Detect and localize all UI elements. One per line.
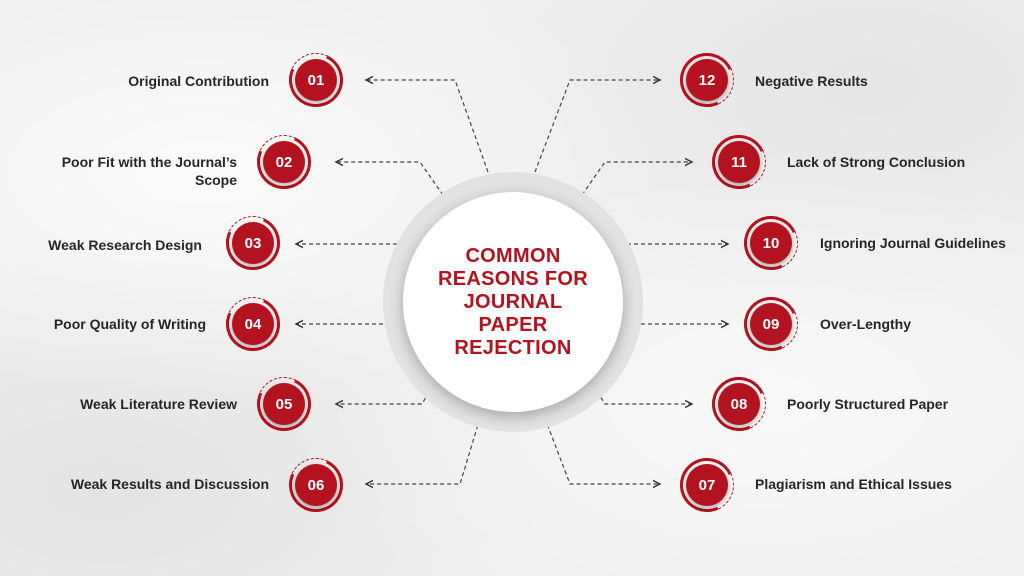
- badge-01: 01: [281, 45, 351, 115]
- connector-01: [366, 80, 489, 173]
- badge-number: 10: [750, 222, 792, 264]
- reason-label-07: Plagiarism and Ethical Issues: [755, 476, 952, 492]
- badge-03: 03: [218, 208, 288, 278]
- badge-12: 12: [672, 45, 742, 115]
- badge-dots: [680, 458, 734, 512]
- reason-label-10: Ignoring Journal Guidelines: [820, 235, 1006, 251]
- badge-04: 04: [218, 289, 288, 359]
- badge-dots: [226, 297, 280, 351]
- central-hub: COMMON REASONS FOR JOURNAL PAPER REJECTI…: [403, 192, 623, 412]
- reason-label-12: Negative Results: [755, 73, 868, 89]
- badge-dots: [680, 53, 734, 107]
- reason-label-02-line1: Poor Fit with the Journal’s: [61, 154, 237, 170]
- badge-07: 07: [672, 450, 742, 520]
- reason-label-01: Original Contribution: [128, 73, 269, 89]
- connector-05: [336, 367, 444, 404]
- reason-label-11: Lack of Strong Conclusion: [787, 154, 966, 170]
- connector-02: [336, 162, 444, 196]
- badge-dots: [289, 53, 343, 107]
- badge-dots: [744, 297, 798, 351]
- badge-dots: [712, 377, 766, 431]
- badge-number: 05: [263, 383, 305, 425]
- badge-dots: [226, 216, 280, 270]
- badge-08: 08: [704, 369, 774, 439]
- badge-dots: [257, 377, 311, 431]
- badge-dots: [744, 216, 798, 270]
- reason-label-08: Poorly Structured Paper: [787, 396, 949, 412]
- diagram-title: COMMON REASONS FOR JOURNAL PAPER REJECTI…: [438, 244, 588, 359]
- badge-dots: [712, 135, 766, 189]
- badge-09: 09: [736, 289, 806, 359]
- reason-label-02: Poor Fit with the Journal’s Scope: [62, 153, 237, 189]
- reason-label-05: Weak Literature Review: [80, 396, 237, 412]
- badge-06: 06: [281, 450, 351, 520]
- reason-label-03: Weak Research Design: [48, 237, 202, 253]
- badge-number: 07: [686, 464, 728, 506]
- reason-label-09: Over-Lengthy: [820, 316, 912, 332]
- connector-11: [581, 162, 692, 196]
- badge-number: 04: [232, 303, 274, 345]
- connector-07: [534, 391, 660, 484]
- badge-11: 11: [704, 127, 774, 197]
- reason-label-02-line2: Scope: [194, 172, 237, 188]
- badge-05: 05: [249, 369, 319, 439]
- badge-number: 12: [686, 59, 728, 101]
- badge-dots: [257, 135, 311, 189]
- reason-label-06: Weak Results and Discussion: [70, 476, 269, 492]
- badge-10: 10: [736, 208, 806, 278]
- connector-12: [534, 80, 660, 173]
- badge-number: 03: [232, 222, 274, 264]
- badge-number: 06: [295, 464, 337, 506]
- badge-number: 11: [718, 141, 760, 183]
- badge-number: 08: [718, 383, 760, 425]
- badge-number: 09: [750, 303, 792, 345]
- badge-dots: [289, 458, 343, 512]
- badge-number: 01: [295, 59, 337, 101]
- badge-number: 02: [263, 141, 305, 183]
- badge-02: 02: [249, 127, 319, 197]
- reason-label-04: Poor Quality of Writing: [53, 316, 206, 332]
